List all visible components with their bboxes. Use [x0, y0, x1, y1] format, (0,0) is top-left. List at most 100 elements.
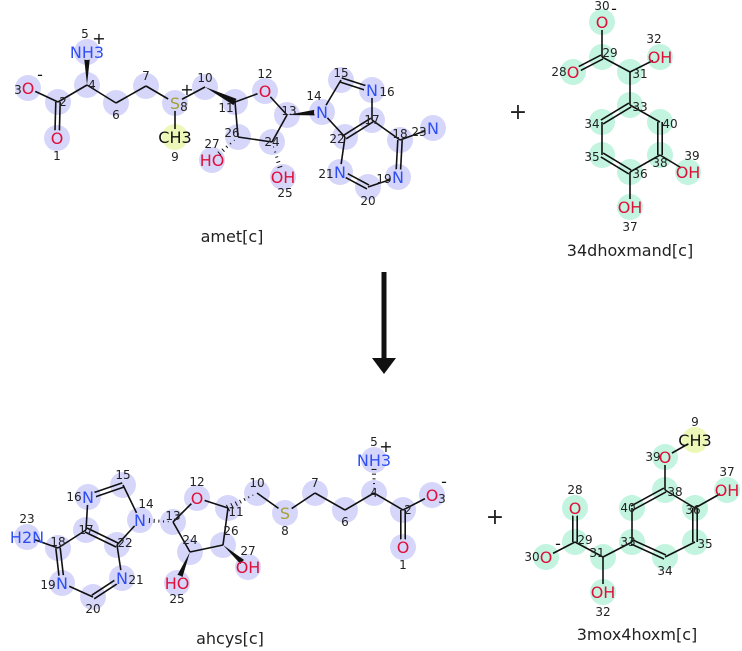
label-backdrop	[277, 505, 293, 521]
atom-number: 1	[399, 558, 407, 572]
hash-bond	[276, 160, 281, 164]
double-bond	[632, 539, 667, 556]
hash-bond	[225, 145, 229, 149]
atom-number: 15	[333, 66, 348, 80]
plus-sign-bottom: +	[486, 505, 504, 530]
atom-number: 11	[218, 101, 233, 115]
label-backdrop	[687, 432, 703, 448]
atom-label: O	[659, 448, 672, 467]
atom-number: 29	[577, 533, 592, 547]
atom-number: 28	[567, 483, 582, 497]
single-bond	[86, 84, 117, 104]
atom-label: OH	[618, 198, 643, 217]
single-bond	[189, 544, 224, 553]
atom-label: O	[259, 82, 272, 101]
atom-number: 5	[370, 435, 378, 449]
double-bond	[84, 531, 117, 548]
molecule-name: 3mox4hoxm[c]	[577, 625, 697, 644]
label-backdrop	[54, 575, 70, 591]
molecule-name: ahcys[c]	[196, 629, 264, 648]
atom-number: 34	[657, 564, 672, 578]
atom-number: 29	[602, 46, 617, 60]
label-backdrop	[332, 164, 348, 180]
label-backdrop	[132, 512, 148, 528]
atom-number: 24	[182, 533, 197, 547]
atom-number: 27	[204, 137, 219, 151]
single-bond	[664, 541, 696, 558]
single-bond	[57, 529, 87, 549]
label-backdrop	[652, 49, 668, 65]
atom-number: 28	[551, 65, 566, 79]
atom-number: 14	[138, 497, 153, 511]
label-backdrop	[167, 95, 183, 111]
atom-number: 33	[632, 100, 647, 114]
plus-sign-top: +	[509, 100, 527, 125]
label-backdrop	[20, 80, 36, 96]
atom-number: 25	[277, 186, 292, 200]
wedge-bond	[205, 87, 237, 106]
hash-bond	[239, 499, 242, 504]
double-bond	[602, 106, 632, 125]
atom-charge: +	[180, 80, 193, 99]
atom-label: O	[22, 79, 35, 98]
atom-number: 39	[645, 450, 660, 464]
label-backdrop	[595, 584, 611, 600]
atom-number: 8	[180, 100, 188, 114]
atom-number: 14	[306, 89, 321, 103]
hash-bond	[234, 501, 238, 507]
atom-label: O	[191, 489, 204, 508]
atom-label: HO	[200, 151, 225, 170]
label-backdrop	[204, 152, 220, 168]
single-bond	[629, 154, 661, 173]
atom-number: 19	[40, 578, 55, 592]
atom-label: O	[567, 63, 580, 82]
label-backdrop	[114, 570, 130, 586]
atom-label: NH3	[357, 451, 391, 470]
atom-label: N	[334, 163, 346, 182]
single-bond	[237, 136, 273, 143]
single-bond	[601, 56, 631, 73]
label-backdrop	[395, 539, 411, 555]
wedge-bond	[287, 108, 323, 116]
atom-number: 17	[364, 113, 379, 127]
atom-label: N	[116, 569, 128, 588]
atom-number: 10	[197, 71, 212, 85]
atom-number: 9	[171, 150, 179, 164]
atom-number: 30	[524, 550, 539, 564]
atom-label: OH	[236, 558, 261, 577]
label-backdrop	[567, 500, 583, 516]
single-bond	[172, 521, 191, 553]
atom-number: 40	[620, 501, 635, 515]
single-bond	[602, 541, 633, 558]
atom-label: H2N	[10, 528, 44, 547]
hash-bond	[274, 151, 277, 153]
atom-label: OH	[648, 48, 673, 67]
wedge-bond	[83, 52, 91, 85]
double-bond	[630, 487, 665, 507]
single-bond	[271, 114, 288, 143]
atom-number: 26	[223, 524, 238, 538]
atom-charge: -	[555, 534, 561, 553]
atom-number: 12	[257, 67, 272, 81]
atom-number: 38	[652, 156, 667, 170]
atom-number: 20	[85, 602, 100, 616]
atom-number: 22	[117, 536, 132, 550]
atom-number: 33	[620, 535, 635, 549]
atom-number: 37	[719, 465, 734, 479]
atom-number: 18	[50, 535, 65, 549]
atom-number: 20	[360, 194, 375, 208]
atom-number: 26	[224, 126, 239, 140]
atom-number: 37	[622, 220, 637, 234]
atom-number: 12	[189, 475, 204, 489]
atom-number: 23	[411, 125, 426, 139]
hash-bond	[229, 142, 232, 145]
atom-number: 19	[376, 172, 391, 186]
molecule-name: amet[c]	[201, 227, 264, 246]
atom-number: 4	[88, 78, 96, 92]
label-backdrop	[79, 44, 95, 60]
label-backdrop	[680, 164, 696, 180]
hash-bond	[230, 502, 234, 509]
label-backdrop	[594, 14, 610, 30]
atom-label: N	[56, 574, 68, 593]
label-backdrop	[657, 449, 673, 465]
